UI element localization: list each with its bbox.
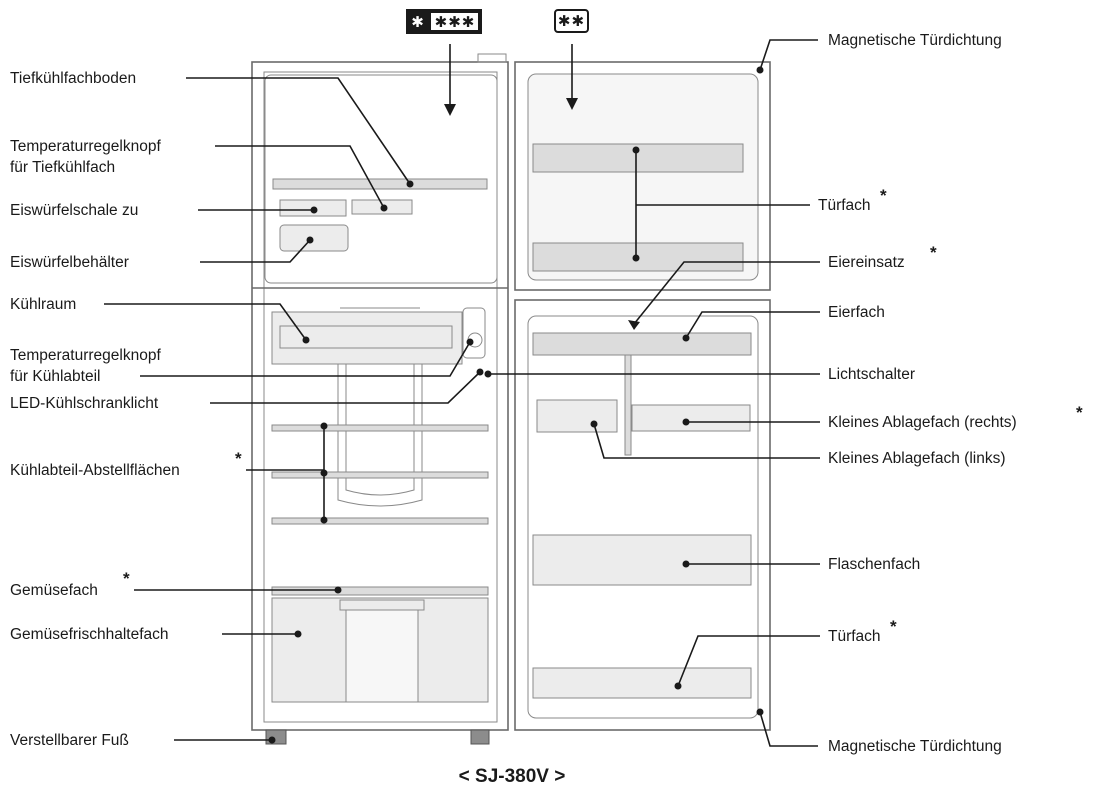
label-temp-knopf-tiefkuehl-2: für Tiefkühlfach: [10, 159, 115, 176]
divider-post: [624, 354, 632, 456]
freezer-shelf: [272, 178, 488, 190]
top-hinge: [477, 53, 507, 63]
fridge-shelf-2: [271, 471, 489, 479]
foot-left: [265, 729, 287, 745]
svg-text:✱✱✱: ✱✱✱: [435, 14, 476, 31]
doors: [514, 61, 771, 731]
door-shelf-bottom: [532, 667, 752, 699]
small-shelf-left: [536, 399, 618, 433]
asterisk-gemuesefach: *: [123, 569, 130, 588]
chill-compartment: [271, 311, 463, 365]
asterisk-eiereinsatz: *: [930, 243, 937, 262]
freezer-door-shelf-2: [532, 242, 744, 272]
label-abstellflaechen: Kühlabteil-Abstellflächen: [10, 462, 180, 479]
label-led-licht: LED-Kühlschranklicht: [10, 395, 159, 412]
freezer-door: [514, 61, 771, 291]
label-tuerfach-oben: Türfach: [818, 197, 871, 214]
label-tiefkuehlfachboden: Tiefkühlfachboden: [10, 70, 136, 87]
label-temp-knopf-tiefkuehl-1: Temperaturregelknopf: [10, 138, 161, 155]
label-eiereinsatz: Eiereinsatz: [828, 254, 905, 271]
label-eierfach: Eierfach: [828, 304, 885, 321]
label-gemuesefach: Gemüsefach: [10, 582, 98, 599]
asterisk-tuerfach-oben: *: [880, 186, 887, 205]
label-fuss: Verstellbarer Fuß: [10, 732, 129, 749]
label-kuehlraum: Kühlraum: [10, 296, 76, 313]
label-temp-knopf-kuehl-1: Temperaturregelknopf: [10, 347, 161, 364]
label-tuerdichtung-oben: Magnetische Türdichtung: [828, 32, 1002, 49]
label-ablagefach-links: Kleines Ablagefach (links): [828, 450, 1006, 467]
fridge-shelf-3: [271, 517, 489, 525]
egg-rack: [532, 332, 752, 356]
label-tuerdichtung-unten: Magnetische Türdichtung: [828, 738, 1002, 755]
leader-lines: [104, 39, 820, 747]
label-eiswuerfelbehaelter: Eiswürfelbehälter: [10, 254, 129, 271]
small-shelf-right: [631, 404, 751, 432]
fridge-shelf-1: [271, 424, 489, 432]
freezer-compartment: [264, 74, 498, 284]
door-star-badge: ✱✱: [554, 9, 589, 33]
cabinet: [251, 53, 509, 745]
label-flaschenfach: Flaschenfach: [828, 556, 920, 573]
svg-text:✱✱: ✱✱: [558, 13, 585, 30]
fridge-door: [514, 299, 771, 731]
model-label: < SJ-380V >: [459, 766, 566, 787]
label-lichtschalter: Lichtschalter: [828, 366, 915, 383]
control-housing: [462, 307, 486, 359]
bottle-shelf: [532, 534, 752, 586]
foot-right: [470, 729, 490, 745]
crisper-cover: [271, 586, 489, 596]
asterisk-tuerfach-unten: *: [890, 617, 897, 636]
label-eiswuerfelschale: Eiswürfelschale zu: [10, 202, 138, 219]
label-ablagefach-rechts: Kleines Ablagefach (rechts): [828, 414, 1017, 431]
freezer-star-badge: ✱ ✱✱✱: [406, 9, 482, 34]
label-tuerfach-unten: Türfach: [828, 628, 881, 645]
asterisk-abstellflaechen: *: [235, 449, 242, 468]
label-temp-knopf-kuehl-2: für Kühlabteil: [10, 368, 100, 385]
svg-text:✱: ✱: [411, 14, 425, 31]
label-gemuesefrischhaltefach: Gemüsefrischhaltefach: [10, 626, 169, 643]
ice-bin: [279, 224, 349, 252]
asterisk-ablagefach-rechts: *: [1076, 403, 1083, 422]
